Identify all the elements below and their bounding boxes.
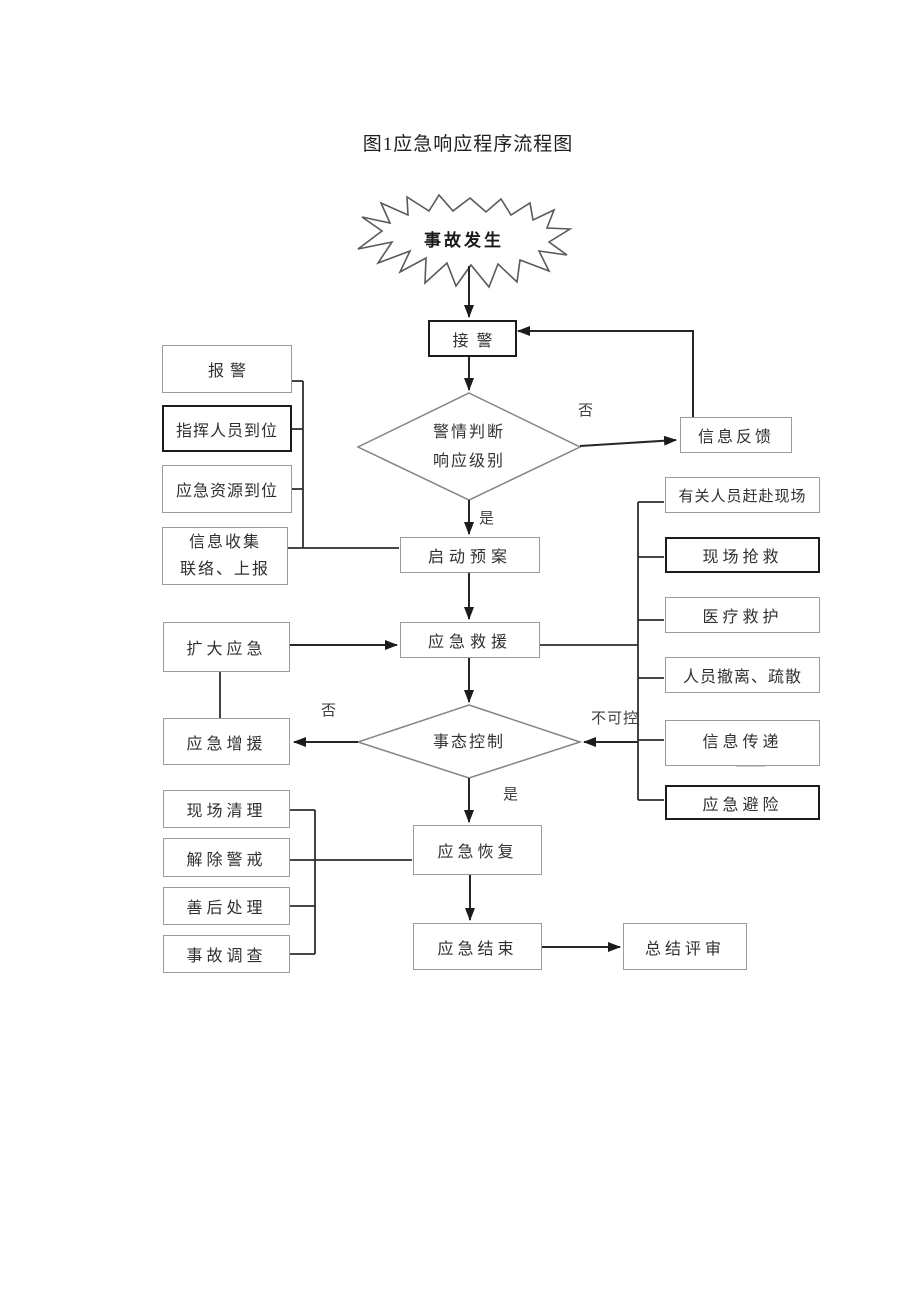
alarm-judgment-line1: 警情判断 — [432, 424, 505, 441]
label-uncontrollable: 不可控 — [591, 711, 640, 727]
connector-lines — [219, 380, 664, 955]
box-emergency-avoidance: 应急避险 — [665, 785, 820, 820]
box-report-alarm: 报警 — [162, 345, 292, 393]
flow-arrows — [290, 266, 694, 952]
box-info-collection: 信息收集 联络、上报 — [162, 527, 288, 585]
box-evacuation: 人员撤离、疏散 — [665, 657, 820, 693]
info-collection-line2: 联络、上报 — [179, 561, 270, 578]
label-no-mid: 否 — [321, 703, 338, 719]
diamond-situation-control-label: 事态控制 — [432, 734, 505, 751]
box-expand-emergency: 扩大应急 — [163, 622, 290, 672]
box-personnel-to-scene: 有关人员赶赴现场 — [665, 477, 820, 513]
box-emergency-reinforcement: 应急增援 — [163, 718, 290, 765]
box-site-rescue: 现场抢救 — [665, 537, 820, 573]
alarm-judgment-line2: 响应级别 — [432, 453, 505, 470]
box-emergency-rescue: 应急救援 — [400, 622, 540, 658]
box-lift-alert: 解除警戒 — [163, 838, 290, 877]
page-title: 图1应急响应程序流程图 — [362, 134, 574, 155]
box-info-transmission: 信息传递 — [665, 720, 820, 766]
box-medical-aid: 医疗救护 — [665, 597, 820, 633]
box-site-cleanup: 现场清理 — [163, 790, 290, 828]
box-receive-alarm: 接警 — [428, 320, 517, 357]
box-resources-in-place: 应急资源到位 — [162, 465, 292, 513]
box-aftermath: 善后处理 — [163, 887, 290, 925]
box-accident-investigation: 事故调查 — [163, 935, 290, 973]
diamond-alarm-judgment-label: 警情判断 响应级别 — [398, 418, 540, 476]
box-start-plan: 启动预案 — [400, 537, 540, 573]
label-no-top: 否 — [578, 403, 595, 419]
box-info-feedback: 信息反馈 — [680, 417, 792, 453]
box-emergency-recovery: 应急恢复 — [413, 825, 542, 875]
box-summary-review: 总结评审 — [623, 923, 747, 970]
info-collection-line1: 信息收集 — [188, 534, 261, 551]
start-node-label: 事故发生 — [424, 231, 504, 250]
box-commanders-in-place: 指挥人员到位 — [162, 405, 292, 452]
label-yes-mid: 是 — [503, 787, 520, 803]
starburst-shape — [357, 193, 573, 289]
label-yes-top: 是 — [479, 511, 496, 527]
box-emergency-end: 应急结束 — [413, 923, 542, 970]
